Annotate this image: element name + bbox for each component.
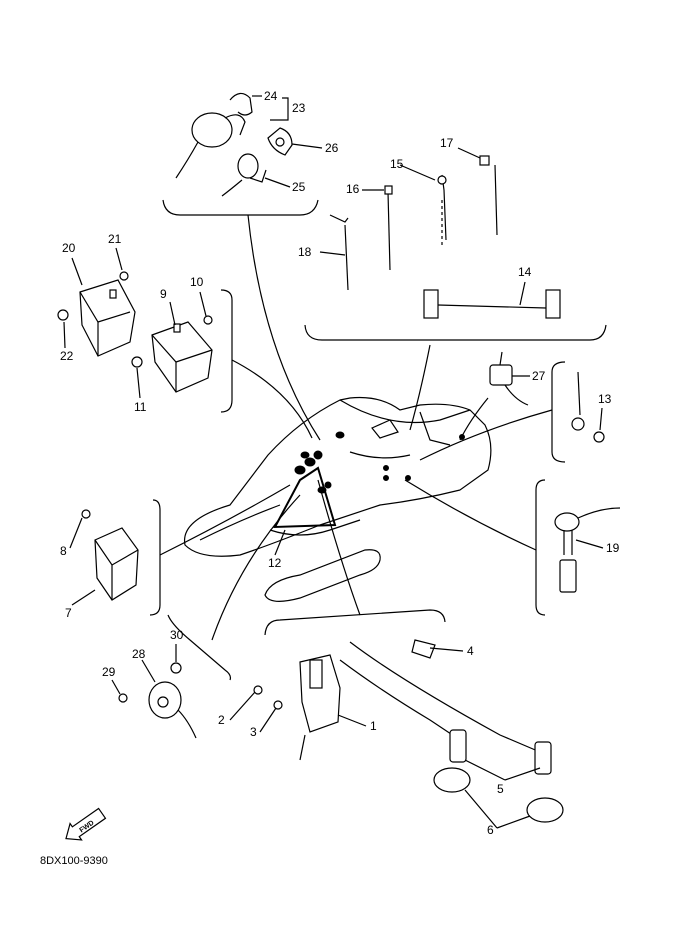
callout-19: 19 bbox=[606, 541, 620, 555]
sensor bbox=[148, 681, 197, 739]
relay-20 bbox=[79, 279, 136, 357]
group-brackets bbox=[149, 199, 607, 681]
callout-21: 21 bbox=[108, 232, 122, 246]
callout-26: 26 bbox=[325, 141, 339, 155]
callout-7: 7 bbox=[65, 606, 72, 620]
callout-18: 18 bbox=[298, 245, 312, 259]
callout-4: 4 bbox=[467, 644, 474, 658]
stop-switch bbox=[221, 153, 267, 197]
fuel-sender bbox=[554, 507, 621, 593]
callout-3: 3 bbox=[250, 725, 257, 739]
callout-10: 10 bbox=[190, 275, 204, 289]
relay-9 bbox=[151, 321, 213, 393]
callout-2: 2 bbox=[218, 713, 225, 727]
callout-16: 16 bbox=[346, 182, 360, 196]
main-switch bbox=[175, 92, 253, 179]
high-tension-leads bbox=[339, 639, 552, 775]
throttle-switch bbox=[489, 351, 529, 406]
callout-9: 9 bbox=[160, 287, 167, 301]
callout-29: 29 bbox=[102, 665, 116, 679]
callout-14: 14 bbox=[518, 265, 532, 279]
callout-24: 24 bbox=[264, 89, 278, 103]
part-code: 8DX100-9390 bbox=[40, 855, 108, 867]
callout-20: 20 bbox=[62, 241, 76, 255]
callout-25: 25 bbox=[292, 180, 306, 194]
callout-1: 1 bbox=[370, 719, 377, 733]
cdi-unit bbox=[94, 527, 139, 601]
ground-lead bbox=[571, 371, 585, 431]
callout-17: 17 bbox=[440, 136, 454, 150]
callout-15: 15 bbox=[390, 157, 404, 171]
plug-caps bbox=[433, 767, 564, 823]
callout-12: 12 bbox=[268, 556, 282, 570]
callout-5: 5 bbox=[497, 782, 504, 796]
ignition-coil bbox=[299, 654, 341, 761]
leader-lines bbox=[159, 214, 553, 641]
small-bolts bbox=[57, 271, 605, 710]
callout-11: 11 bbox=[134, 400, 147, 414]
callout-8: 8 bbox=[60, 544, 67, 558]
callout-27: 27 bbox=[532, 369, 546, 383]
fwd-arrow-icon: FWD bbox=[65, 807, 107, 841]
callouts: 1 2 3 4 5 6 7 8 9 10 11 12 13 14 15 16 1… bbox=[60, 89, 620, 837]
callout-leaders bbox=[63, 95, 604, 829]
wire-clamps bbox=[329, 155, 561, 319]
callout-13: 13 bbox=[598, 392, 612, 406]
snowmobile-chassis bbox=[183, 396, 492, 602]
callout-28: 28 bbox=[132, 647, 146, 661]
callout-30: 30 bbox=[170, 628, 184, 642]
callout-6: 6 bbox=[487, 823, 494, 837]
callout-22: 22 bbox=[60, 349, 74, 363]
callout-23: 23 bbox=[292, 101, 306, 115]
switch-cap bbox=[267, 127, 293, 156]
